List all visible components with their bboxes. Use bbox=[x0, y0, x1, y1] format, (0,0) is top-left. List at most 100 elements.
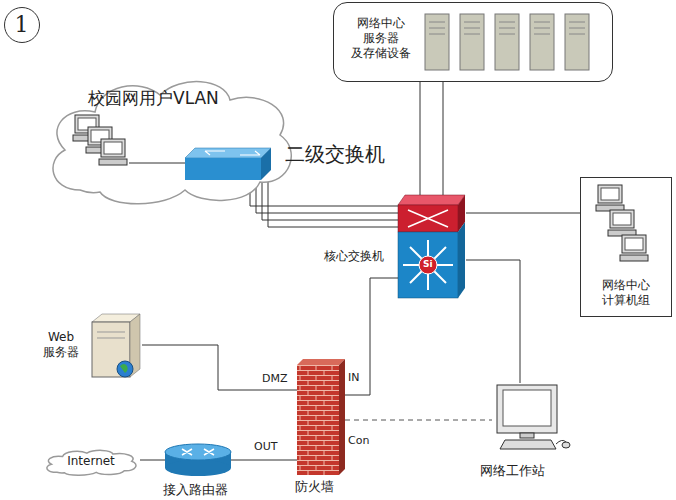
network-link bbox=[140, 460, 165, 461]
node-label: 二级交换机 bbox=[285, 142, 385, 167]
computer-group-icons bbox=[620, 255, 648, 261]
server-rack-icons bbox=[499, 22, 515, 34]
server-rack-icons bbox=[565, 14, 589, 70]
computer-group-icons bbox=[613, 213, 631, 225]
router-icon bbox=[165, 460, 231, 476]
computer-icon bbox=[99, 159, 127, 165]
computer-icon bbox=[99, 139, 127, 165]
computer-group-icons bbox=[596, 185, 624, 211]
network-link bbox=[420, 82, 443, 195]
network-link bbox=[466, 213, 580, 214]
network-link bbox=[142, 345, 297, 390]
workstation-icon bbox=[562, 442, 570, 448]
switch-icon bbox=[261, 148, 271, 180]
access-switch: 二级交换机 bbox=[185, 148, 271, 180]
port-label: DMZ bbox=[262, 372, 288, 385]
web-server: Web 服务器 bbox=[88, 312, 142, 380]
server-rack-icons bbox=[495, 14, 519, 70]
computer-group-icons bbox=[620, 235, 648, 261]
core-switch-icon bbox=[398, 195, 465, 298]
computer-group-icons bbox=[601, 188, 619, 200]
switch-icon bbox=[185, 148, 271, 158]
server-rack-icons bbox=[425, 14, 589, 70]
port-label: IN bbox=[348, 371, 359, 384]
firewall: 防火墙 bbox=[297, 359, 345, 475]
node-label: 防火墙 bbox=[295, 479, 334, 495]
server-rack-icons bbox=[534, 22, 550, 34]
server-rack-icons bbox=[530, 14, 554, 70]
node-label: 1 bbox=[5, 8, 38, 41]
server-rack-icons bbox=[495, 14, 519, 70]
network-link bbox=[466, 260, 520, 383]
core-switch: 核心交换机 bbox=[398, 195, 466, 299]
internet-cloud: Internet bbox=[42, 448, 140, 476]
computer-group-icons bbox=[625, 238, 643, 250]
web-server-icon bbox=[92, 322, 130, 377]
network-link bbox=[231, 460, 297, 461]
node-label: 校园网用户VLAN bbox=[88, 88, 219, 109]
network-link bbox=[140, 460, 165, 461]
node-label: 核心交换机 bbox=[324, 249, 384, 264]
firewall-icon bbox=[339, 359, 345, 475]
network-link bbox=[250, 180, 398, 227]
server-rack-icons bbox=[460, 14, 484, 70]
web-server-icon bbox=[120, 364, 128, 373]
network-link bbox=[345, 278, 398, 395]
server-rack-icons bbox=[425, 14, 449, 70]
network-link bbox=[231, 460, 297, 461]
node-label: Web 服务器 bbox=[38, 330, 84, 360]
network-link bbox=[345, 420, 492, 421]
core-switch-icon bbox=[398, 195, 465, 205]
switch-icon bbox=[185, 148, 271, 180]
port-label: Con bbox=[348, 434, 369, 447]
server-rack-icons bbox=[425, 14, 449, 70]
server-group-box: 网络中心 服务器 及存储设备 bbox=[333, 2, 613, 82]
router-icon bbox=[165, 444, 231, 460]
web-server-icon bbox=[97, 332, 125, 338]
server-rack-icons bbox=[460, 14, 484, 70]
workstation: 网络工作站 bbox=[492, 383, 568, 453]
core-switch-icon bbox=[403, 240, 453, 290]
computer-group-icons bbox=[608, 210, 636, 236]
computer-group-icons bbox=[598, 185, 622, 203]
firewall-icon bbox=[297, 365, 339, 475]
workstation-icon bbox=[497, 385, 570, 449]
cloud-outline bbox=[53, 82, 291, 204]
router-icon bbox=[182, 449, 214, 455]
workstation-icon bbox=[503, 390, 551, 426]
workstation-icon bbox=[497, 385, 557, 433]
network-link bbox=[466, 213, 580, 214]
router-icon bbox=[165, 444, 231, 476]
switch-icon bbox=[205, 151, 260, 155]
logo-text: Si bbox=[423, 259, 433, 270]
network-link bbox=[345, 278, 398, 395]
firewall-icon bbox=[297, 359, 345, 475]
network-link bbox=[250, 180, 398, 227]
network-link bbox=[345, 420, 492, 421]
core-switch-icon bbox=[458, 222, 465, 298]
core-switch-icon bbox=[419, 256, 437, 274]
port-label: OUT bbox=[254, 440, 277, 453]
core-switch-icon bbox=[398, 232, 458, 298]
workstation-icon bbox=[520, 433, 534, 438]
core-switch-icon bbox=[408, 210, 448, 227]
server-rack-icons bbox=[464, 22, 480, 34]
node-label: 接入路由器 bbox=[163, 482, 228, 498]
server-rack-icons bbox=[429, 22, 445, 34]
network-link bbox=[420, 82, 443, 195]
computer-group-box: 网络中心 计算机组 bbox=[580, 177, 672, 317]
switch-icon bbox=[185, 158, 261, 180]
node-label: 网络中心 服务器 及存储设备 bbox=[338, 16, 424, 61]
node-label: Internet bbox=[42, 454, 140, 469]
workstation-icon bbox=[500, 440, 556, 449]
computer-icon bbox=[101, 139, 125, 157]
network-link bbox=[142, 345, 297, 390]
firewall-icon bbox=[297, 359, 345, 365]
web-server-icon bbox=[117, 361, 133, 377]
web-server-icon bbox=[92, 314, 140, 377]
access-router: 接入路由器 bbox=[165, 444, 231, 476]
computer-group-icons bbox=[610, 210, 634, 228]
node-label: 网络中心 计算机组 bbox=[591, 278, 661, 308]
callout-number: 1 bbox=[4, 7, 40, 43]
